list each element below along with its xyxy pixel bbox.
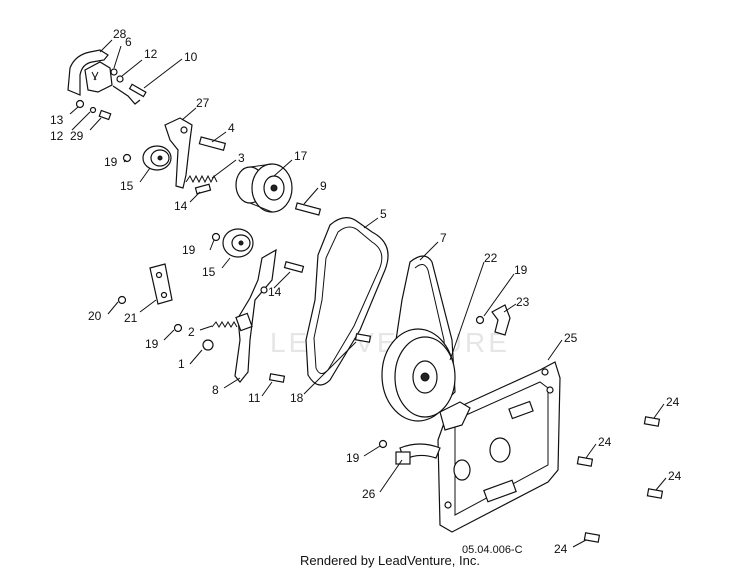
callout-12: 12: [144, 47, 158, 61]
callout-15-mid: 15: [202, 265, 216, 279]
callout-labels: 28 6 12 10 13 12 29 27 4 19 3 15 17 14 9…: [50, 27, 682, 556]
nut-20: [117, 295, 127, 305]
callout-8: 8: [212, 383, 219, 397]
hardware-6-12-10: [110, 68, 147, 105]
bolt-24-c: [646, 488, 664, 499]
bolt-11: [268, 373, 286, 383]
leader-lines: [69, 39, 667, 548]
callout-1: 1: [178, 357, 185, 371]
nut-19-left: [173, 323, 183, 333]
nut-19-mid: [211, 232, 221, 242]
callout-14-mid: 14: [268, 285, 282, 299]
callout-19-mid: 19: [182, 243, 196, 257]
double-pulley-17: [235, 163, 293, 213]
callout-24-d: 24: [554, 542, 568, 556]
idler-pulley-15-upper: [142, 145, 172, 171]
callout-19-lower: 19: [346, 451, 360, 465]
callout-23: 23: [516, 295, 530, 309]
bolt-9: [294, 202, 322, 216]
callout-20: 20: [88, 309, 102, 323]
nut-1: [202, 339, 214, 351]
hardware-13-12-29: [75, 99, 112, 121]
bracket-23: [491, 304, 511, 336]
callout-19-right: 19: [514, 263, 528, 277]
callout-5: 5: [380, 207, 387, 221]
bolt-14-upper: [194, 183, 212, 195]
idler-bracket-8: [234, 248, 277, 383]
bracket-26: [395, 443, 441, 465]
footer-credit: Rendered by LeadVenture, Inc.: [300, 553, 480, 568]
callout-22: 22: [484, 251, 498, 265]
belt-5: [305, 217, 389, 386]
nut-19-right: [475, 315, 485, 325]
callout-18: 18: [290, 391, 304, 405]
callout-27: 27: [196, 96, 210, 110]
callout-24-c: 24: [668, 469, 682, 483]
callout-3: 3: [238, 151, 245, 165]
callout-28: 28: [113, 27, 127, 41]
idler-arm-27: [164, 117, 193, 189]
callout-19-upper: 19: [104, 155, 118, 169]
pin-4: [198, 136, 227, 151]
callout-6: 6: [125, 35, 132, 49]
callout-25: 25: [564, 331, 578, 345]
bolt-24-b: [576, 456, 594, 467]
frame-plate-25: [437, 361, 561, 533]
callout-4: 4: [228, 121, 235, 135]
callout-24-a: 24: [666, 395, 680, 409]
spring-3: [185, 174, 218, 184]
idler-pulley-15-mid: [222, 228, 254, 258]
callout-2: 2: [188, 325, 195, 339]
callout-21: 21: [124, 311, 138, 325]
callout-19-left: 19: [145, 337, 159, 351]
callout-10: 10: [184, 50, 198, 64]
nut-19-lower: [378, 439, 388, 449]
bolt-18: [354, 333, 372, 343]
callout-11: 11: [248, 391, 261, 405]
callout-26: 26: [362, 487, 376, 501]
plate-21: [149, 263, 173, 305]
callout-17: 17: [294, 149, 308, 163]
callout-7: 7: [440, 231, 447, 245]
bolt-14-mid: [283, 261, 305, 273]
callout-29: 29: [70, 129, 84, 143]
bolt-24-d: [583, 532, 601, 543]
nut-19-upper: [122, 153, 132, 163]
callout-14-upper: 14: [174, 199, 188, 213]
bolt-24-a: [643, 416, 661, 427]
drive-pulley-22: [381, 328, 456, 422]
diagram-code: 05.04.006-C: [462, 544, 523, 556]
spring-2: [211, 312, 253, 332]
callout-9: 9: [320, 179, 327, 193]
bracket-part-28: [67, 49, 113, 96]
callout-24-b: 24: [598, 435, 612, 449]
callout-15-upper: 15: [120, 179, 134, 193]
callout-13: 13: [50, 113, 64, 127]
callout-12-lower: 12: [50, 129, 64, 143]
